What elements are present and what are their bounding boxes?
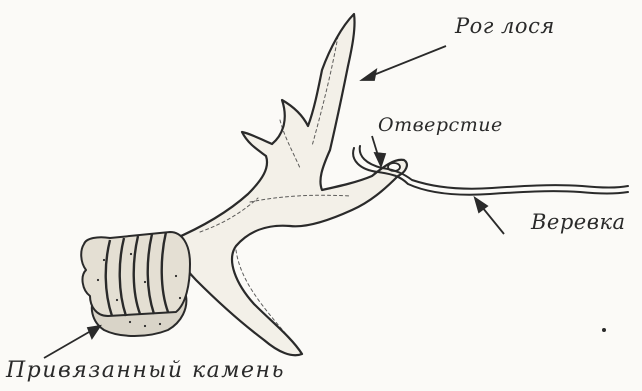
- antler-label: Рог лося: [455, 14, 555, 38]
- moose-antler: [172, 14, 407, 355]
- stone-label: Привязанный камень: [6, 358, 285, 383]
- rope: [353, 146, 628, 195]
- stone-arrow: [44, 328, 96, 358]
- rope-label: Веревка: [531, 210, 626, 234]
- hole-label: Отверстие: [378, 114, 503, 136]
- antler-arrow: [366, 46, 446, 78]
- print-dot: [602, 328, 606, 332]
- bound-stone: [81, 232, 190, 336]
